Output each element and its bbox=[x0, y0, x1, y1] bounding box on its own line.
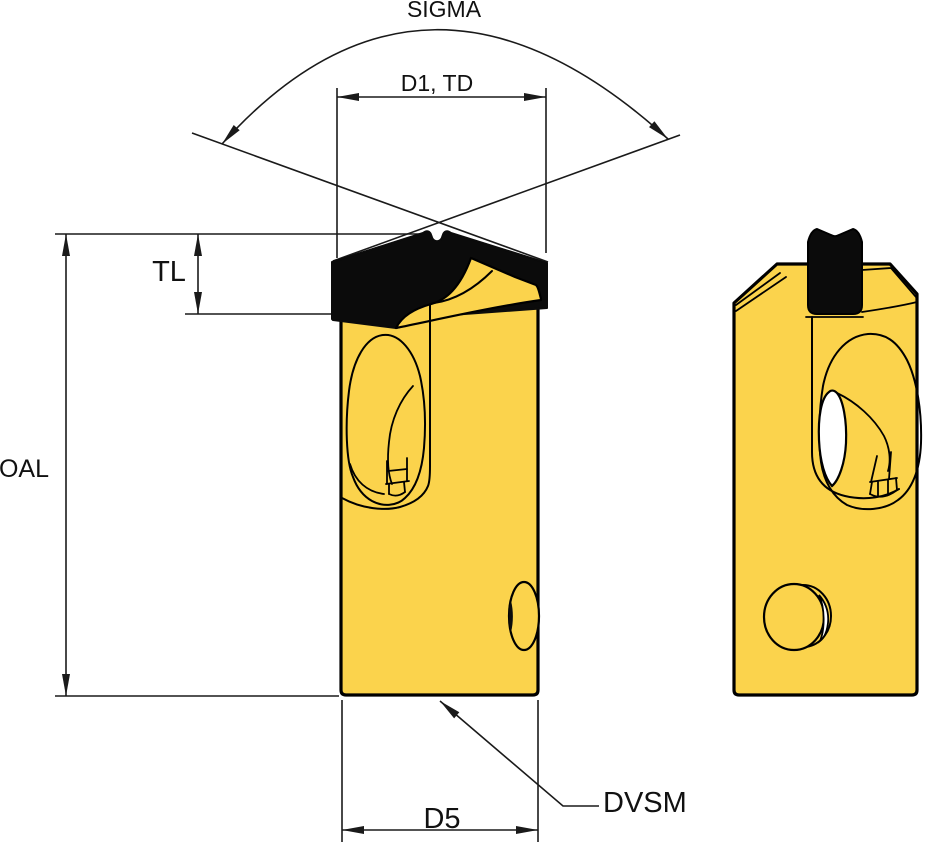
dvsm-leader-arrow bbox=[439, 700, 599, 807]
side-flute-outline bbox=[818, 332, 923, 511]
front-flute-inner-curve bbox=[387, 385, 414, 485]
d1-td-label: D1, TD bbox=[401, 70, 473, 96]
front-chisel-detail bbox=[385, 457, 410, 497]
side-shoulder-curve bbox=[861, 301, 918, 313]
front-body bbox=[339, 298, 540, 697]
side-coolant-hole-front bbox=[762, 582, 826, 652]
front-side-coolant-hole bbox=[507, 580, 541, 652]
dimension-lines bbox=[55, 28, 681, 842]
side-top-facet-line-1 bbox=[735, 272, 781, 306]
drill-front-view bbox=[331, 230, 548, 697]
tl-label: TL bbox=[152, 256, 186, 288]
sigma-label: SIGMA bbox=[407, 0, 482, 22]
side-flute-edge-and-channel bbox=[811, 316, 900, 500]
side-top-facet-line-right bbox=[861, 267, 917, 298]
d5-label: D5 bbox=[423, 803, 460, 835]
front-flute-outline bbox=[345, 333, 426, 506]
dvsm-label: DVSM bbox=[603, 787, 687, 819]
oal-label: OAL bbox=[0, 455, 49, 483]
front-flute-bottom-channel bbox=[341, 465, 431, 510]
sigma-flank-line-left bbox=[191, 132, 549, 263]
sigma-angle-arc bbox=[221, 28, 669, 145]
tip-face-inner-curve bbox=[433, 270, 493, 304]
side-top-facet-line-2 bbox=[735, 276, 787, 312]
front-flute-lower-curve bbox=[349, 463, 385, 495]
sigma-flank-line-right bbox=[332, 134, 681, 262]
side-flute-through-opening bbox=[817, 389, 848, 488]
side-coolant-hole-highlight bbox=[817, 594, 830, 644]
tip-cutting-face bbox=[394, 256, 543, 330]
side-insert bbox=[807, 228, 863, 315]
drill-side-view bbox=[732, 228, 923, 697]
dimension-labels: SIGMA D1, TD TL OAL D5 DVSM bbox=[0, 0, 687, 835]
front-side-coolant-hole-shadow bbox=[508, 601, 513, 632]
